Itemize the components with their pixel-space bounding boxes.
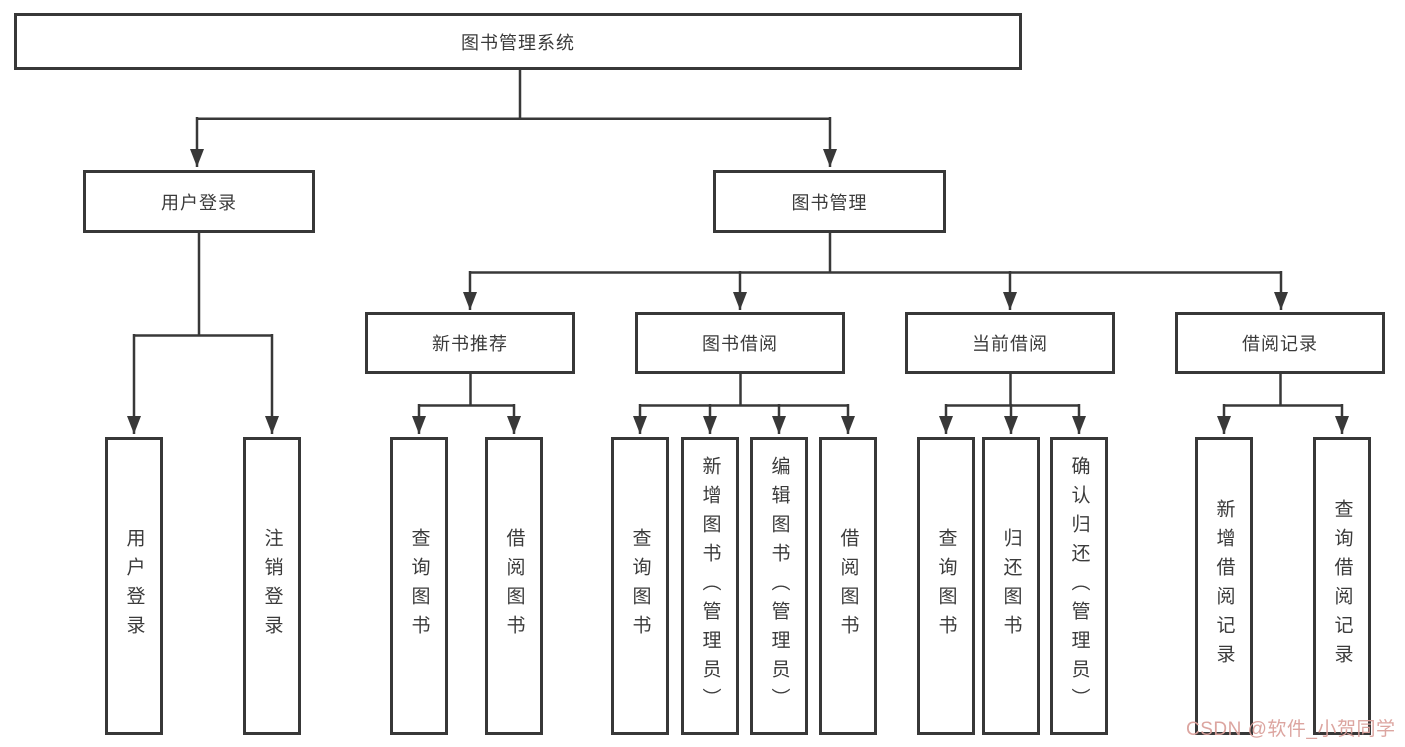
node-book-management: 图书管理 xyxy=(713,170,946,233)
leaf-current-query-books: 查询图书 xyxy=(917,437,975,735)
leaf-user-login: 用户登录 xyxy=(105,437,163,735)
node-library-system-root: 图书管理系统 xyxy=(14,13,1022,70)
leaf-borrow-books: 借阅图书 xyxy=(819,437,877,735)
leaf-logout: 注销登录 xyxy=(243,437,301,735)
node-borrowing-records: 借阅记录 xyxy=(1175,312,1385,374)
leaf-recommend-query-books: 查询图书 xyxy=(390,437,448,735)
node-new-book-recommendation: 新书推荐 xyxy=(365,312,575,374)
leaf-recommend-borrow-books: 借阅图书 xyxy=(485,437,543,735)
leaf-edit-books-admin: 编辑图书（管理员） xyxy=(750,437,808,735)
node-user-login: 用户登录 xyxy=(83,170,315,233)
leaf-add-borrow-record: 新增借阅记录 xyxy=(1195,437,1253,735)
leaf-add-books-admin: 新增图书（管理员） xyxy=(681,437,739,735)
leaf-borrow-query-books: 查询图书 xyxy=(611,437,669,735)
node-book-borrowing: 图书借阅 xyxy=(635,312,845,374)
node-current-borrowing: 当前借阅 xyxy=(905,312,1115,374)
csdn-watermark: CSDN @软件_小贺同学 xyxy=(1186,719,1396,740)
leaf-query-borrow-record: 查询借阅记录 xyxy=(1313,437,1371,735)
leaf-return-books: 归还图书 xyxy=(982,437,1040,735)
leaf-confirm-return-admin: 确认归还（管理员） xyxy=(1050,437,1108,735)
